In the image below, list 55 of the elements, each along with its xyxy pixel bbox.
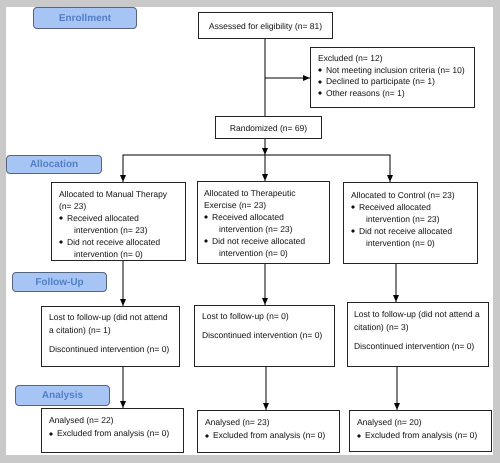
- bullet-text: Received allocated intervention (n= 23): [67, 212, 148, 236]
- box-text: Lost to follow-up (n= 0): [202, 310, 290, 323]
- box-text: Lost to follow-up (did not attend a citation) (n= 1): [49, 311, 169, 337]
- bullet-text: Did not receive allocated intervention (n= 0): [67, 236, 162, 260]
- arrow: [262, 264, 268, 306]
- stage-label: Enrollment: [58, 12, 112, 24]
- box-text: Analysed (n= 22): [49, 414, 114, 427]
- process-box: [310, 47, 475, 108]
- process-box: [194, 305, 335, 367]
- stage-tab: [6, 155, 102, 174]
- bullet-text: Excluded from analysis (n= 0): [213, 429, 326, 442]
- bullet-text: Excluded from analysis (n= 0): [365, 429, 478, 442]
- arrow: [264, 138, 393, 182]
- process-box: [197, 410, 340, 453]
- process-box: [51, 182, 186, 261]
- arrow: [120, 366, 126, 408]
- process-box: [197, 181, 330, 264]
- bullet-text: Received allocated intervention (n= 23): [212, 211, 294, 235]
- box-text: Lost to follow-up (did not attend a citation) (n= 3): [354, 308, 481, 334]
- box-text: Analysed (n= 23): [205, 416, 270, 429]
- arrow: [264, 38, 310, 81]
- box-text: Assessed for eligibility (n= 81): [208, 20, 322, 30]
- arrow: [120, 260, 126, 306]
- stage-label: Follow-Up: [35, 276, 84, 288]
- process-box: [349, 410, 492, 452]
- stage-label: Allocation: [30, 159, 78, 170]
- process-box: [198, 12, 333, 39]
- box-text: Randomized (n= 69): [230, 122, 308, 132]
- bullet-text: Received allocated intervention (n= 23): [359, 201, 440, 225]
- stage-label: Analysis: [42, 390, 84, 401]
- bullet-text: Not meeting inclusion criteria (n= 10): [326, 64, 465, 76]
- process-box: [41, 306, 180, 367]
- box-text: Discontinued intervention (n= 0): [202, 329, 324, 342]
- box-text: Analysed (n= 20): [357, 416, 422, 429]
- process-box: [41, 408, 184, 453]
- box-text: Allocated to Therapeutic Exercise (n= 23): [204, 187, 297, 211]
- bullet-text: Did not receive allocated intervention (n= 0): [212, 235, 306, 259]
- bullet-text: Other reasons (n= 1): [326, 88, 405, 99]
- bullet-text: Did not receive allocated intervention (n= 0): [359, 225, 454, 249]
- arrow: [393, 264, 399, 302]
- stage-tab: [33, 7, 137, 29]
- box-text: Discontinued intervention (n= 0): [49, 343, 170, 356]
- box-text: Allocated to Manual Therapy (n= 23): [59, 188, 168, 212]
- process-box: [343, 182, 478, 264]
- process-box: [347, 302, 489, 367]
- arrow: [394, 366, 400, 410]
- stage-tab: [12, 272, 107, 292]
- stage-tab: [15, 385, 110, 406]
- arrow: [263, 366, 269, 410]
- bullet-text: Declined to participate (n= 1): [326, 76, 435, 88]
- box-text: Excluded (n= 12): [318, 53, 384, 64]
- process-box: [215, 116, 322, 139]
- bullet-text: Excluded from analysis (n= 0): [57, 427, 170, 440]
- box-text: Discontinued intervention (n= 0): [354, 340, 476, 353]
- box-text: Allocated to Control (n= 23): [351, 189, 456, 201]
